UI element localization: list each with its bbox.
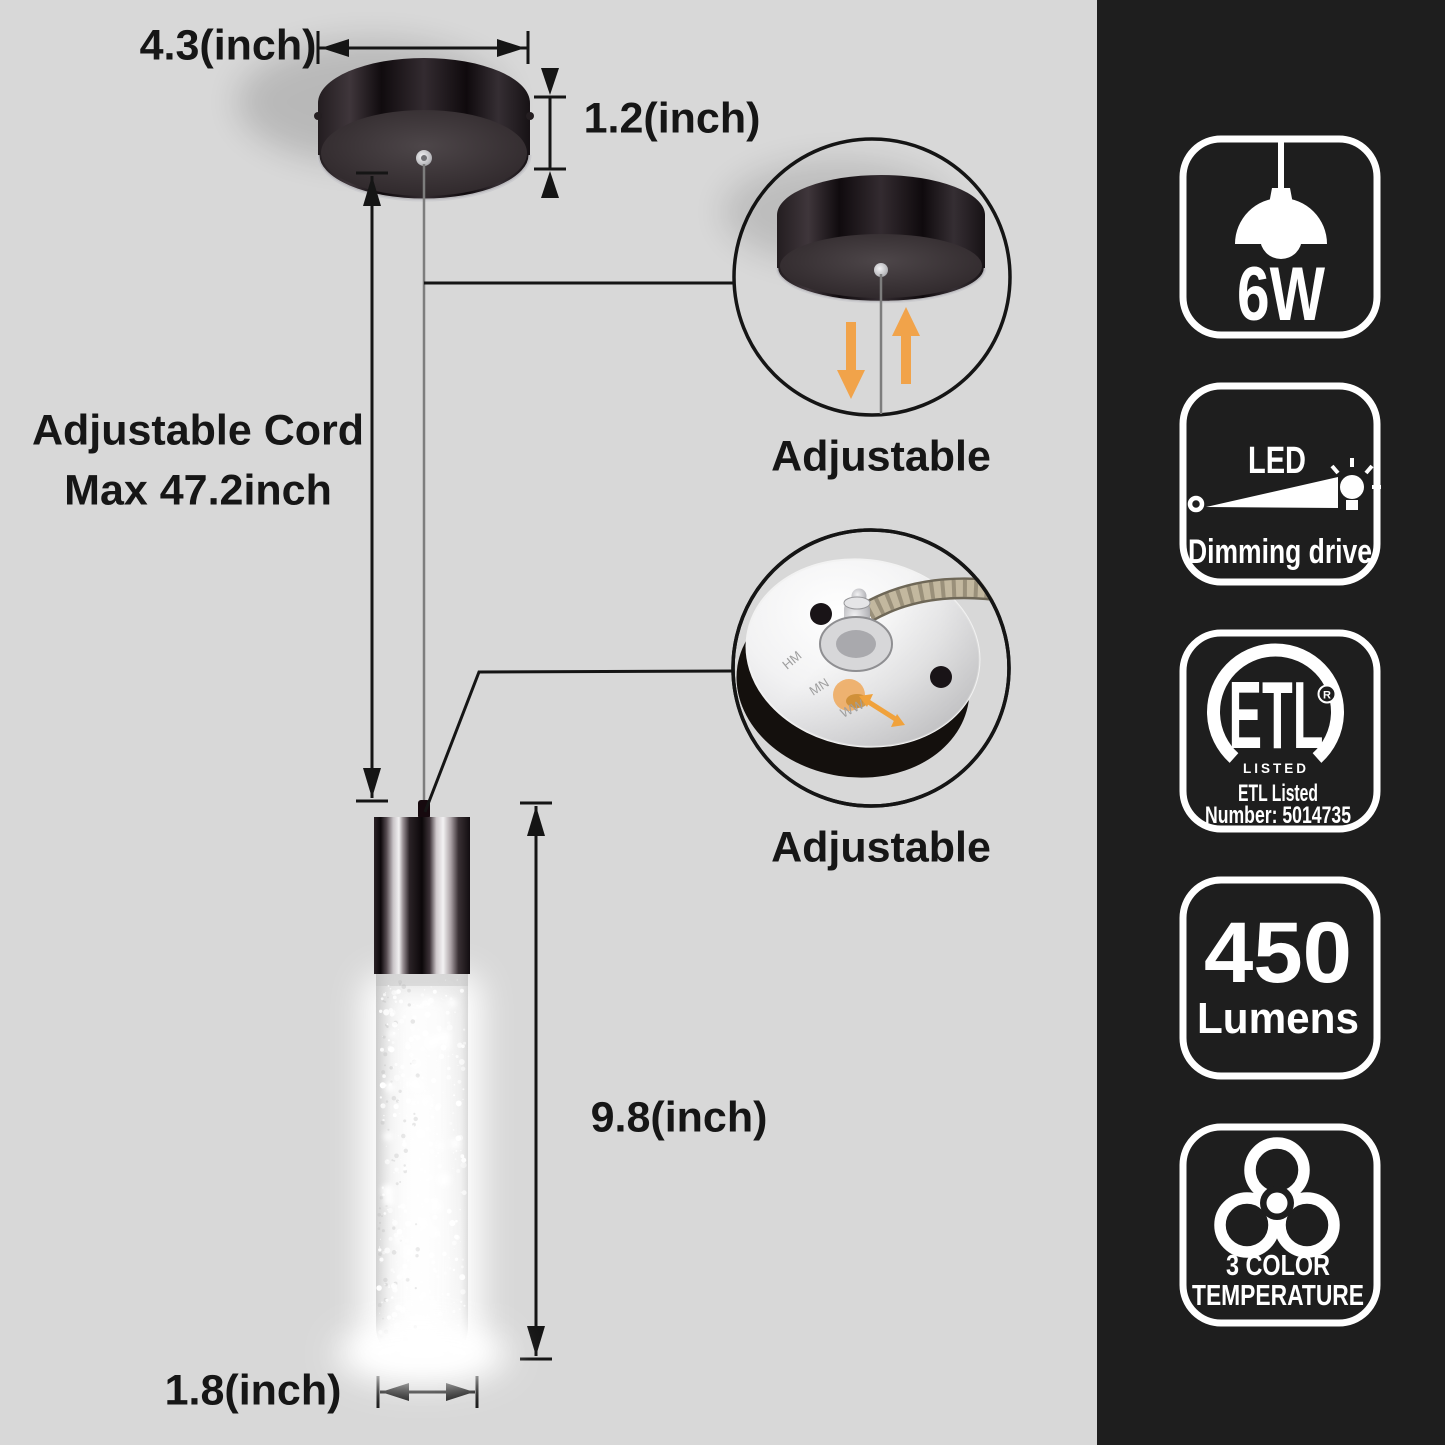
led-label: LED (1248, 440, 1306, 482)
adjust-arrows (837, 307, 920, 399)
tri-ring-center (1266, 1192, 1288, 1214)
feature-card-etl: ETL LISTED R ETL Listed Number: 5014735 (1179, 629, 1381, 833)
callout-bottom-ring (731, 528, 1011, 808)
cord-label-line2: Max 47.2inch (64, 466, 332, 515)
pendant-height-label: 9.8(inch) (590, 1093, 768, 1142)
etl-logo-text: ETL (1229, 662, 1324, 769)
cct-line1: 3 COLOR (1226, 1250, 1330, 1282)
dim-cord-max (356, 171, 388, 803)
dim-pendant-width (376, 1376, 479, 1408)
callout-bottom-label: Adjustable (771, 823, 991, 872)
feature-band: 6W LED Dimming drive (1097, 0, 1445, 1445)
lumens-value: 450 (1204, 905, 1352, 1001)
dim-width-4-3 (316, 31, 530, 64)
callout-bottom: HM MN WW (731, 528, 1011, 808)
canopy-side-screw-right (526, 112, 534, 120)
registered-mark: R (1323, 690, 1331, 702)
callout-bottom-content: HM MN WW (736, 558, 1011, 778)
feature-card-lumens: 450 Lumens (1179, 876, 1381, 1080)
etl-number: Number: 5014735 (1205, 802, 1351, 829)
callout-canopy-screw (874, 263, 888, 277)
callout-top-label: Adjustable (771, 432, 991, 481)
canopy-side-screw-left (314, 112, 322, 120)
cord-grip-inner (836, 630, 876, 658)
pendant-width-label: 1.8(inch) (164, 1366, 342, 1415)
feature-card-power: 6W (1179, 135, 1381, 339)
feature-card-dimming: LED Dimming drive (1179, 382, 1381, 586)
crystal-top-shadow (376, 974, 468, 986)
dim-width-label: 4.3(inch) (139, 21, 317, 70)
crystal-shading (376, 974, 468, 1352)
plate-hole-left (810, 603, 832, 625)
cord-label-line1: Adjustable Cord (31, 406, 365, 455)
registered-mark-icon (1317, 684, 1337, 704)
callout-top (723, 137, 1012, 417)
etl-listed-arc: LISTED (1243, 761, 1309, 776)
feature-card-cct: 3 COLOR TEMPERATURE (1179, 1123, 1381, 1327)
pendant-cap (374, 817, 470, 974)
cord-grip-top (843, 596, 871, 610)
cct-line2: TEMPERATURE (1192, 1280, 1364, 1312)
pendant-lamp-icon (1235, 142, 1327, 259)
dim-height-label: 1.2(inch) (583, 94, 761, 143)
etl-listed-label: ETL Listed (1238, 780, 1318, 807)
dimming-beam-icon (1187, 458, 1381, 513)
adjust-diagonal-arrow (859, 694, 905, 727)
leader-line-bottom-callout (423, 669, 735, 813)
pendant-light (334, 817, 510, 1386)
dim-pendant-height (520, 801, 552, 1361)
tri-ring-icon (1214, 1137, 1340, 1258)
bottom-halo (334, 1322, 510, 1386)
dim-height-1-2 (534, 68, 566, 198)
dimming-label: Dimming drive (1188, 533, 1372, 571)
etl-ring (1207, 643, 1344, 763)
plate-hole-right (930, 666, 952, 688)
lumens-unit: Lumens (1197, 994, 1359, 1043)
power-value: 6W (1237, 252, 1325, 337)
crystal-sparkles-glow (382, 997, 460, 1341)
canopy-screw-center (421, 155, 427, 161)
